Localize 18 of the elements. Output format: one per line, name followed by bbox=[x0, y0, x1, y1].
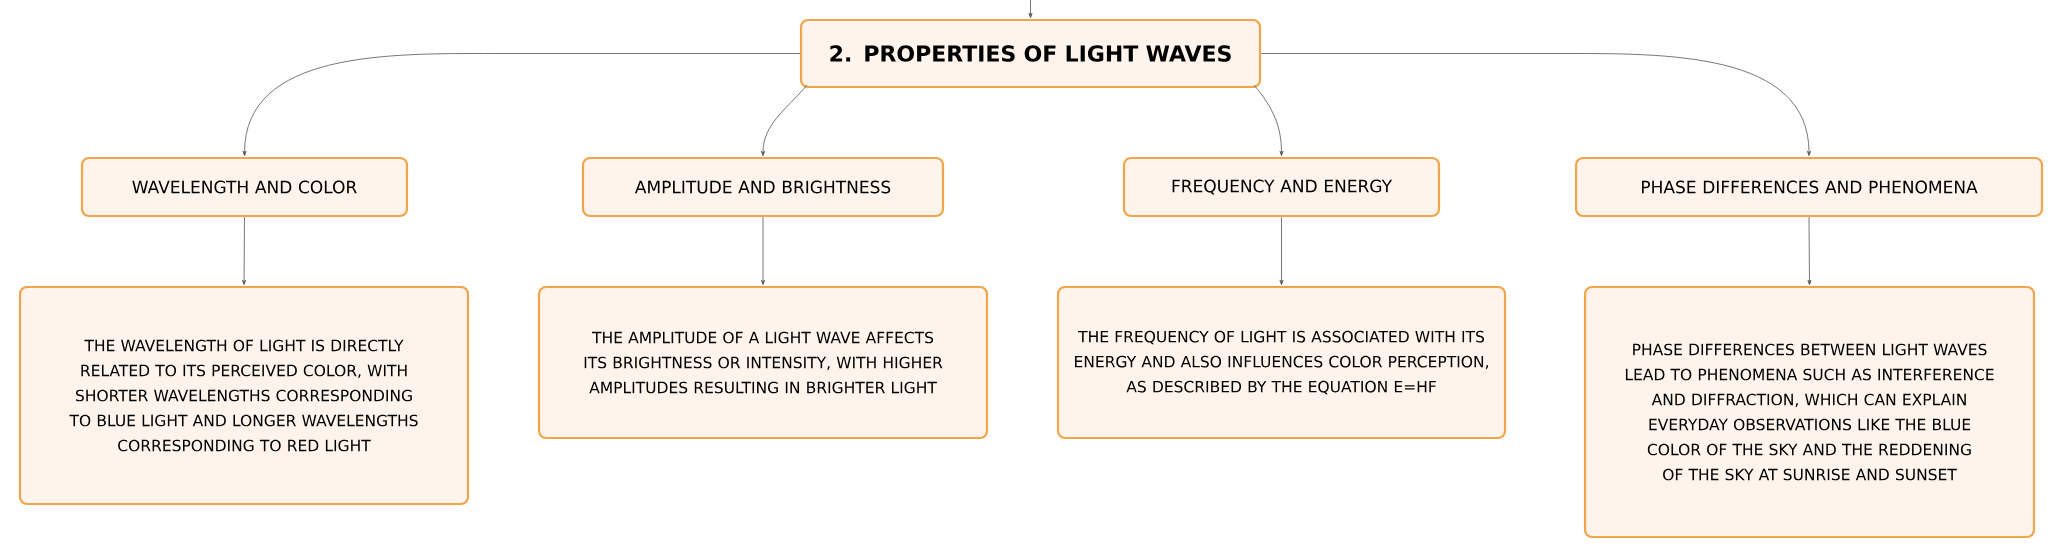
arrow bbox=[1807, 216, 1812, 286]
arrow bbox=[761, 84, 808, 157]
description-box: THE FREQUENCY OF LIGHT IS ASSOCIATED WITH ITS ENERGY AND ALSO INFLUENCES COLOR PERCEPTION, AS DESCRIBED BY THE EQUATION E=HF bbox=[1056, 285, 1507, 440]
title-box: 2. PROPERTIES OF LIGHT WAVES bbox=[799, 18, 1262, 89]
topic-box: PHASE DIFFERENCES AND PHENOMENA bbox=[1574, 156, 2044, 218]
topic-box: FREQUENCY AND ENERGY bbox=[1122, 156, 1441, 218]
arrow bbox=[1253, 84, 1284, 157]
topic-box: WAVELENGTH AND COLOR bbox=[80, 156, 409, 218]
description-box: THE AMPLITUDE OF A LIGHT WAVE AFFECTS ITS BRIGHTNESS OR INTENSITY, WITH HIGHER AMPLITUDES RESULTING IN BRIGHTER LIGHT bbox=[537, 285, 989, 440]
arrow bbox=[242, 53, 801, 157]
arrow bbox=[1260, 53, 1812, 157]
description-box: THE WAVELENGTH OF LIGHT IS DIRECTLY RELATED TO ITS PERCEIVED COLOR, WITH SHORTER WAVELENGTHS CORRESPONDING TO BLUE LIGHT AND LONGER WAVELENGTHS CORRESPONDING TO RED LIGHT bbox=[18, 285, 470, 506]
arrow bbox=[242, 216, 247, 286]
topic-box: AMPLITUDE AND BRIGHTNESS bbox=[581, 156, 945, 218]
description-box: PHASE DIFFERENCES BETWEEN LIGHT WAVES LEAD TO PHENOMENA SUCH AS INTERFERENCE AND DIFFRACTION, WHICH CAN EXPLAIN EVERYDAY OBSERVATIONS LIKE THE BLUE COLOR OF THE SKY AND THE REDDENING OF THE SKY AT SUNRISE AND SUNSET bbox=[1583, 285, 2036, 539]
arrow bbox=[1028, 0, 1033, 19]
arrow bbox=[1279, 216, 1284, 286]
arrow bbox=[761, 216, 766, 286]
